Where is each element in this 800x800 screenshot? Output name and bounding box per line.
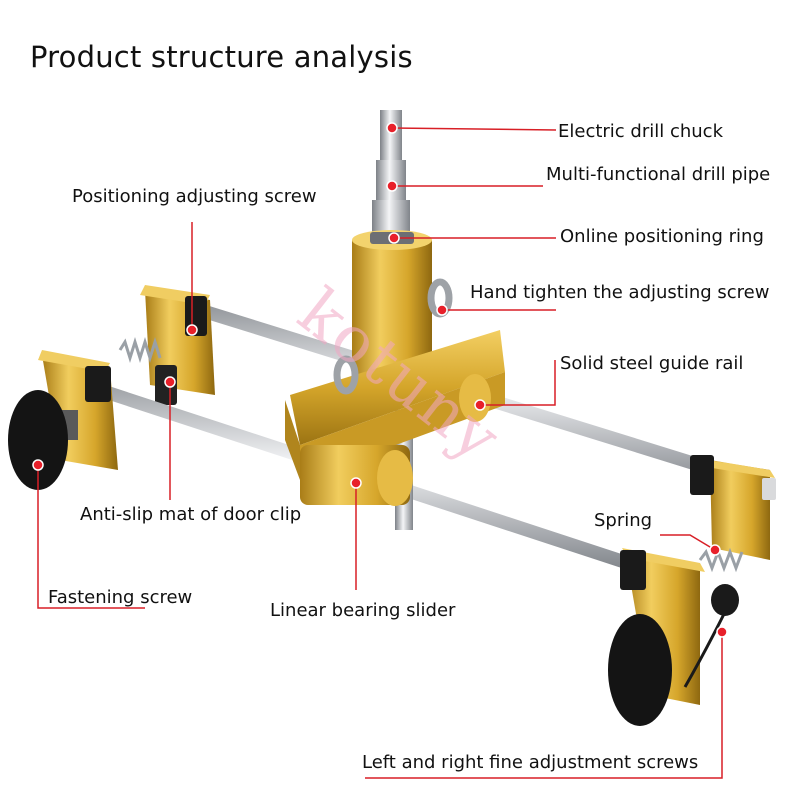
dot-drill-pipe bbox=[386, 180, 398, 192]
dot-spring bbox=[709, 544, 721, 556]
label-spring: Spring bbox=[594, 510, 653, 531]
dot-hand-tighten bbox=[436, 304, 448, 316]
label-positioning-screw: Positioning adjusting screw bbox=[72, 186, 317, 207]
leader-spring bbox=[660, 534, 716, 551]
back-right-clamp bbox=[690, 455, 776, 560]
label-fastening: Fastening screw bbox=[48, 587, 193, 608]
dot-fastening bbox=[32, 459, 44, 471]
leader-fastening bbox=[37, 465, 145, 609]
dot-slider bbox=[350, 477, 362, 489]
label-fine-adjust: Left and right fine adjustment screws bbox=[362, 752, 699, 773]
fastening-knob-left bbox=[8, 390, 78, 490]
back-left-clamp bbox=[140, 285, 215, 405]
spring-left bbox=[118, 336, 162, 364]
front-left-clamp bbox=[38, 350, 118, 470]
leader-fine-adjust bbox=[365, 632, 723, 779]
dot-guide-rail bbox=[474, 399, 486, 411]
linear-bearing-slider-shape bbox=[300, 374, 491, 506]
spring-right bbox=[698, 547, 744, 573]
label-drill-pipe: Multi-functional drill pipe bbox=[546, 164, 771, 185]
dot-positioning-screw bbox=[186, 324, 198, 336]
dot-positioning-ring bbox=[388, 232, 400, 244]
page-title: Product structure analysis bbox=[30, 40, 413, 74]
label-hand-tighten: Hand tighten the adjusting screw bbox=[470, 282, 770, 303]
label-positioning-ring: Online positioning ring bbox=[560, 226, 764, 247]
leader-electric-drill-chuck bbox=[391, 127, 557, 131]
marker-dots bbox=[32, 122, 728, 638]
dot-fine-adjust bbox=[716, 626, 728, 638]
fastening-knob-right bbox=[608, 614, 672, 726]
dot-anti-slip bbox=[164, 376, 176, 388]
label-anti-slip: Anti-slip mat of door clip bbox=[80, 504, 302, 525]
label-guide-rail: Solid steel guide rail bbox=[560, 353, 744, 374]
leader-lines bbox=[37, 127, 723, 779]
leader-guide-rail bbox=[480, 360, 556, 406]
front-right-clamp bbox=[620, 548, 739, 705]
dot-drill-chuck bbox=[386, 122, 398, 134]
label-slider: Linear bearing slider bbox=[270, 600, 456, 621]
label-electric-drill-chuck: Electric drill chuck bbox=[558, 121, 724, 142]
